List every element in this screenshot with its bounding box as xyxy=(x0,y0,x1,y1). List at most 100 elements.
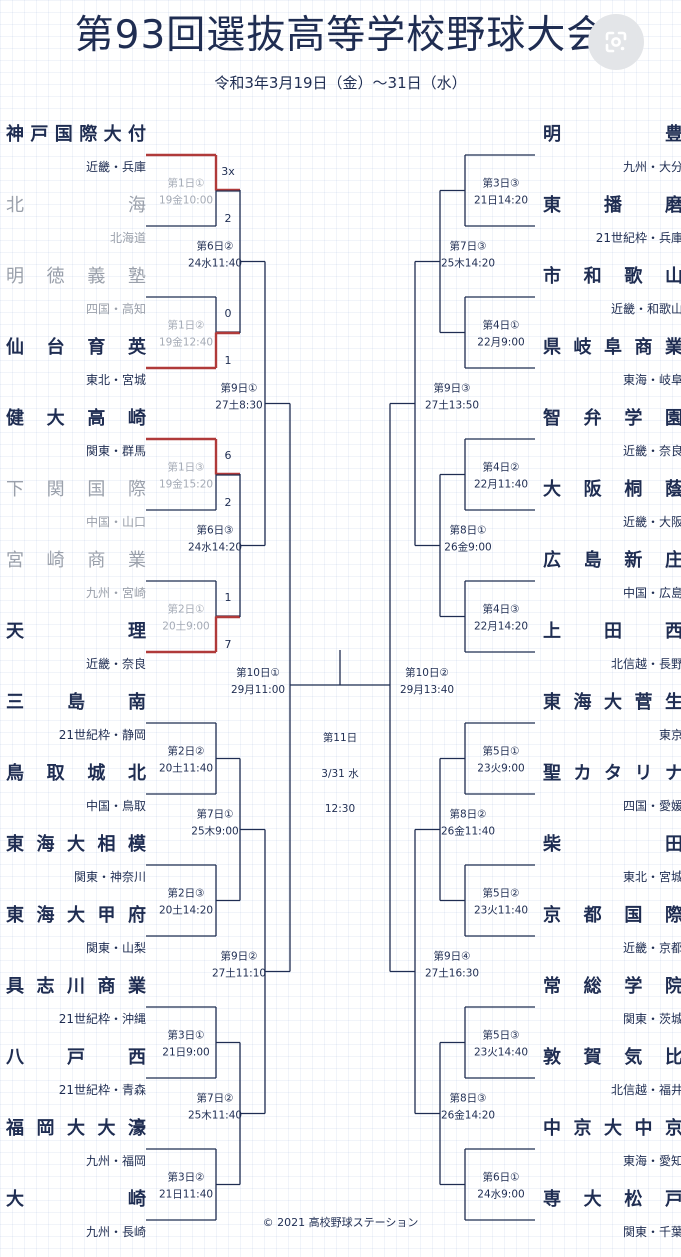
left-team-11: 東海大相模関東・神奈川 xyxy=(6,832,146,902)
left-team-14: 八戸西 21世紀枠・青森 xyxy=(6,1045,146,1115)
team-name: 広島新庄 xyxy=(543,550,681,571)
team-region: 関東・群馬 xyxy=(85,444,146,458)
team-region: 近畿・兵庫 xyxy=(85,160,146,174)
match-right-r1-day: 第5日① xyxy=(482,745,519,758)
team-name: 北海 xyxy=(6,195,146,216)
right-team-10: 聖カタリナ四国・愛媛 xyxy=(543,761,681,831)
match-right-r2-day: 第8日② xyxy=(449,808,486,821)
match-left-r1-time: 20土14:20 xyxy=(159,904,213,917)
team-name: 敦賀気比 xyxy=(543,1047,681,1068)
left-team-10: 鳥取城北中国・鳥取 xyxy=(6,761,146,831)
team-region: 近畿・和歌山 xyxy=(610,302,681,316)
left-team-7: 宮崎商業九州・宮崎 xyxy=(6,548,146,618)
left-team-3: 明徳義塾四国・高知 xyxy=(6,264,146,334)
google-lens-button[interactable] xyxy=(588,14,644,70)
team-name: 大阪桐蔭 xyxy=(543,479,681,500)
match-left-r1-day: 第1日② xyxy=(167,319,204,332)
team-name: 聖カタリナ xyxy=(543,763,681,784)
team-region: 21世紀枠・青森 xyxy=(58,1083,146,1097)
match-left-r1-day: 第1日① xyxy=(167,177,204,190)
match-right-r1-day: 第6日① xyxy=(482,1171,519,1184)
team-name: 健大高崎 xyxy=(6,408,146,429)
left-team-12: 東海大甲府関東・山梨 xyxy=(6,903,146,973)
left-team-1: 神戸国際大付近畿・兵庫 xyxy=(6,122,146,192)
team-name: 仙台育英 xyxy=(6,337,146,358)
match-right-r2-time: 26金11:40 xyxy=(441,825,495,838)
match-right-r2-time: 26金14:20 xyxy=(441,1109,495,1122)
match-right-r1-day: 第5日② xyxy=(482,887,519,900)
copyright-notice: © 2021 高校野球ステーション xyxy=(262,1216,419,1229)
right-team-9: 東海大菅生東京 xyxy=(543,690,681,760)
team-name: 明徳義塾 xyxy=(6,266,146,287)
match-left-r1-day: 第2日① xyxy=(167,603,204,616)
match-final-time: 12:30 xyxy=(325,803,355,815)
left-team-5: 健大高崎関東・群馬 xyxy=(6,406,146,476)
match-left-r1-time: 19金15:20 xyxy=(159,478,213,491)
score-bottom: 2 xyxy=(225,496,232,509)
team-name: 天理 xyxy=(6,621,146,642)
team-region: 北信越・長野 xyxy=(610,657,681,671)
team-name: 下関国際 xyxy=(6,479,146,500)
team-name: 宮崎商業 xyxy=(6,550,146,571)
match-right-r1-time: 22月11:40 xyxy=(474,479,528,491)
team-region: 北海道 xyxy=(109,231,146,245)
team-name: 柴田 xyxy=(543,834,681,855)
team-region: 九州・宮崎 xyxy=(85,586,146,600)
right-team-11: 柴田東北・宮城 xyxy=(543,832,681,902)
team-region: 近畿・大阪 xyxy=(622,515,681,529)
score-top: 0 xyxy=(225,307,232,320)
team-name: 福岡大大濠 xyxy=(6,1118,146,1139)
right-team-7: 広島新庄中国・広島 xyxy=(543,548,681,618)
team-name: 東海大菅生 xyxy=(543,692,681,713)
match-right-r2-day: 第7日③ xyxy=(449,240,486,253)
team-name: 東播磨 xyxy=(543,195,681,216)
team-region: 東京 xyxy=(658,728,681,742)
match-left-r2-time: 24水11:40 xyxy=(188,258,242,270)
match-right-r1-time: 23火14:40 xyxy=(474,1047,528,1059)
team-name: 八戸西 xyxy=(6,1047,146,1068)
team-name: 明豊 xyxy=(543,124,681,145)
team-region: 近畿・奈良 xyxy=(85,657,146,671)
match-right-r2-time: 25木14:20 xyxy=(441,258,495,270)
team-name: 東海大甲府 xyxy=(6,905,146,926)
team-region: 近畿・京都 xyxy=(622,941,681,955)
team-region: 四国・愛媛 xyxy=(622,799,681,813)
team-name: 市和歌山 xyxy=(543,266,681,287)
match-right-r2-time: 26金9:00 xyxy=(444,541,491,554)
page-title: 第93回選抜高等学校野球大会 xyxy=(74,13,607,58)
tournament-dates: 令和3年3月19日（金）～31日（水） xyxy=(214,74,467,92)
match-left-r1-time: 20土11:40 xyxy=(159,762,213,775)
left-team-2: 北海北海道 xyxy=(6,193,146,263)
team-name: 智弁学園 xyxy=(543,408,681,429)
right-team-14: 敦賀気比北信越・福井 xyxy=(543,1045,681,1115)
match-right-r1-time: 21日14:20 xyxy=(474,195,528,207)
left-team-6: 下関国際中国・山口 xyxy=(6,477,146,547)
team-name: 中京大中京 xyxy=(543,1118,681,1139)
match-right-qf-time: 27土13:50 xyxy=(425,399,479,412)
team-region: 四国・高知 xyxy=(85,302,146,316)
match-right-r1-time: 22月14:20 xyxy=(474,621,528,633)
match-left-r1-day: 第3日① xyxy=(167,1029,204,1042)
team-region: 中国・広島 xyxy=(622,586,681,600)
team-name: 鳥取城北 xyxy=(6,763,146,784)
right-team-15: 中京大中京東海・愛知 xyxy=(543,1116,681,1186)
match-right-r1-time: 23火9:00 xyxy=(477,763,524,775)
match-right-qf-day: 第9日④ xyxy=(433,950,470,963)
match-left-r2-day: 第6日② xyxy=(196,240,233,253)
right-team-8: 上田西北信越・長野 xyxy=(543,619,681,689)
match-left-r1-day: 第3日② xyxy=(167,1171,204,1184)
match-semi-right-day: 第10日② xyxy=(405,666,449,679)
right-team-5: 智弁学園近畿・奈良 xyxy=(543,406,681,476)
match-left-r1-time: 21日11:40 xyxy=(159,1189,213,1201)
team-name: 具志川商業 xyxy=(6,976,146,997)
team-name: 専大松戸 xyxy=(543,1189,681,1210)
match-right-qf-day: 第9日③ xyxy=(433,382,470,395)
match-right-r1-day: 第4日③ xyxy=(482,603,519,616)
score-bottom: 1 xyxy=(225,354,232,367)
match-right-qf-time: 27土16:30 xyxy=(425,967,479,980)
match-right-r1-day: 第3日③ xyxy=(482,177,519,190)
match-right-r1-day: 第5日③ xyxy=(482,1029,519,1042)
match-left-r1-time: 21日9:00 xyxy=(162,1047,209,1059)
